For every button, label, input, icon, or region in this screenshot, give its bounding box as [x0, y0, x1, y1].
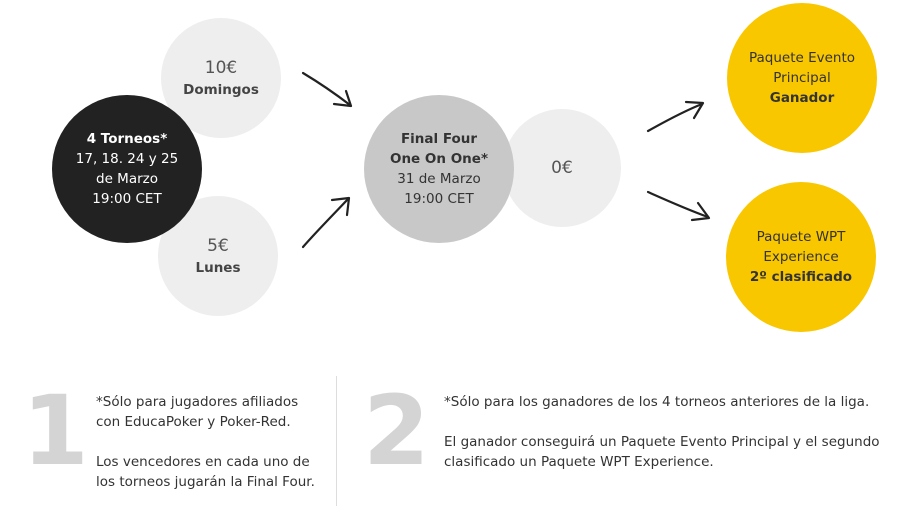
prize-second-label: 2º clasificado [749, 269, 853, 285]
note-one-p2: Los vencedores en cada uno de los torneo… [96, 454, 315, 490]
torneos-title: 4 Torneos* [86, 131, 168, 147]
arrow-down-right-icon [646, 190, 711, 222]
prize-second-line1: Paquete WPT [756, 229, 846, 245]
prize-second-circle: Paquete WPT Experience 2º clasificado [726, 182, 876, 332]
arrow-up-right-icon [646, 100, 705, 133]
note-two-p2: El ganador conseguirá un Paquete Evento … [444, 434, 880, 470]
lunes-label: Lunes [195, 260, 241, 276]
note-one: *Sólo para jugadores afiliados con Educa… [96, 392, 326, 492]
prize-winner-circle: Paquete Evento Principal Ganador [727, 3, 877, 153]
note-two: *Sólo para los ganadores de los 4 torneo… [444, 392, 880, 472]
arrow-up-right-icon [301, 196, 351, 249]
torneos-month: de Marzo [96, 171, 158, 187]
torneos-time: 19:00 CET [92, 191, 162, 207]
prize-winner-label: Ganador [769, 90, 835, 106]
note-one-p1: *Sólo para jugadores afiliados con Educa… [96, 394, 299, 430]
note-two-p1: *Sólo para los ganadores de los 4 torneo… [444, 394, 870, 410]
final-four-time: 19:00 CET [404, 191, 474, 207]
domingos-label: Domingos [183, 82, 259, 98]
arrow-down-right-icon [301, 71, 353, 108]
prize-winner-line1: Paquete Evento [748, 50, 856, 66]
prize-second-line2: Experience [763, 249, 839, 265]
final-four-title: Final Four [400, 131, 478, 147]
torneos-circle: 4 Torneos* 17, 18. 24 y 25 de Marzo 19:0… [52, 95, 202, 243]
note-one-number: 1 [22, 375, 89, 487]
torneos-dates: 17, 18. 24 y 25 [75, 151, 179, 167]
zero-price-circle: 0€ [503, 109, 621, 227]
final-four-date: 31 de Marzo [397, 171, 481, 187]
prize-winner-line2: Principal [773, 70, 831, 86]
notes-divider [336, 376, 337, 506]
domingos-price: 10€ [204, 58, 238, 78]
lunes-price: 5€ [207, 236, 229, 256]
note-two-number: 2 [363, 375, 430, 487]
zero-price: 0€ [551, 158, 573, 178]
final-four-circle: Final Four One On One* 31 de Marzo 19:00… [364, 95, 514, 243]
final-four-subtitle: One On One* [389, 151, 489, 167]
